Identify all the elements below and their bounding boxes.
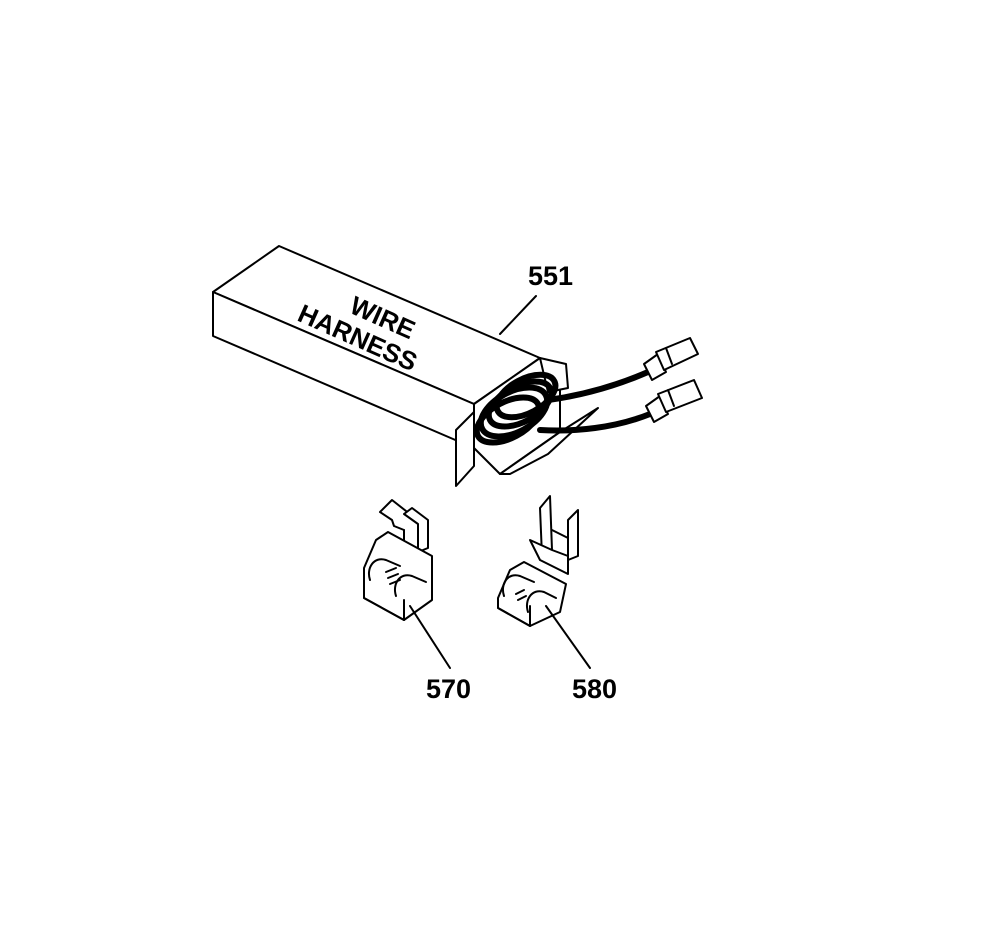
part-number-551: 551 [528, 261, 573, 291]
terminal-580 [497, 495, 579, 627]
leader-line-551 [499, 295, 537, 335]
part-number-570: 570 [426, 674, 471, 704]
leader-line-570 [409, 605, 451, 669]
wire-harness-box: WIRE HARNESS [212, 245, 703, 487]
terminal-570 [363, 499, 433, 621]
lead-connector-upper [643, 337, 699, 381]
part-number-580: 580 [572, 674, 617, 704]
wire-coil [473, 371, 559, 446]
lead-connector-lower [645, 379, 703, 423]
leader-line-580 [545, 605, 591, 669]
